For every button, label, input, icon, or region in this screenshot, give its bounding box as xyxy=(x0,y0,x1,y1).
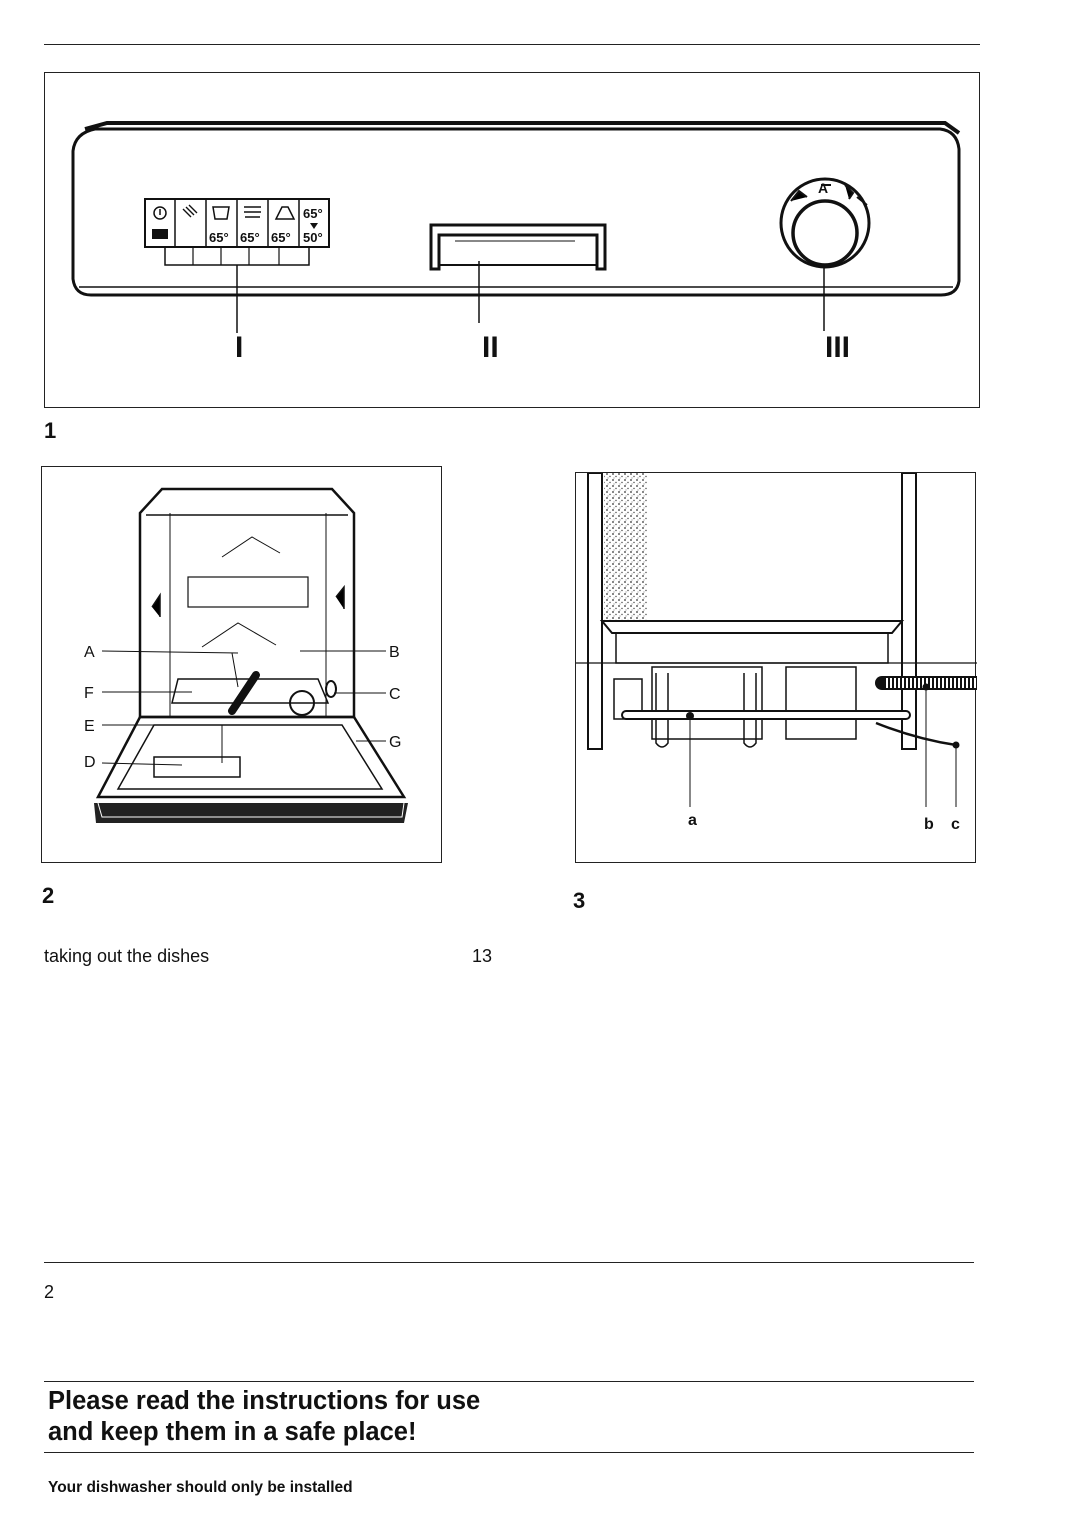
installation-note: Your dishwasher should only be installed xyxy=(48,1479,353,1496)
callout-A: A xyxy=(84,644,95,661)
headline-top-rule xyxy=(44,1381,974,1382)
callout-B: B xyxy=(389,644,400,661)
figure-3-number: 3 xyxy=(573,888,586,913)
label-II: II xyxy=(482,331,499,364)
top-rule xyxy=(44,44,980,45)
toc-page: 13 xyxy=(472,946,493,966)
callout-F: F xyxy=(84,685,94,702)
headline-line-2: and keep them in a safe place! xyxy=(48,1418,417,1446)
figure-1-number: 1 xyxy=(44,418,57,443)
callout-C: C xyxy=(389,686,401,703)
callout-G: G xyxy=(389,734,401,751)
dishwasher-control-panel-illustration: 65° 65° 65° 65° 50° A I II III xyxy=(71,121,961,364)
door-handle xyxy=(429,223,607,271)
dishwasher-underside-illustration: a b c xyxy=(576,473,977,833)
callout-b: b xyxy=(924,816,934,833)
callout-E: E xyxy=(84,718,95,735)
dial-mark: A xyxy=(818,180,828,196)
panel-temp-3: 65° xyxy=(271,230,291,245)
headline-line-1: Please read the instructions for use xyxy=(48,1387,481,1415)
callout-a: a xyxy=(688,812,697,829)
page-number: 2 xyxy=(44,1282,55,1302)
figure-2-frame: A B F C E G D xyxy=(41,466,442,863)
label-III: III xyxy=(825,331,850,364)
headline: Please read the instructions for use and… xyxy=(48,1386,480,1448)
toc-entry: taking out the dishes xyxy=(44,946,210,966)
headline-bottom-rule xyxy=(44,1452,974,1453)
dishwasher-open-door-illustration: A B F C E G D xyxy=(84,487,408,823)
panel-temp-1: 65° xyxy=(209,230,229,245)
callout-c: c xyxy=(951,816,960,833)
figure-1-frame: 65° 65° 65° 65° 50° A I II III xyxy=(44,72,980,408)
panel-temp-4: 65° xyxy=(303,206,323,221)
panel-temp-5: 50° xyxy=(303,230,323,245)
callout-D: D xyxy=(84,754,96,771)
program-dial xyxy=(779,177,871,269)
panel-temp-2: 65° xyxy=(240,230,260,245)
program-buttons xyxy=(144,198,330,266)
label-I: I xyxy=(235,331,243,364)
middle-rule xyxy=(44,1262,974,1263)
figure-2-number: 2 xyxy=(42,883,55,908)
figure-3-frame: a b c xyxy=(575,472,977,863)
